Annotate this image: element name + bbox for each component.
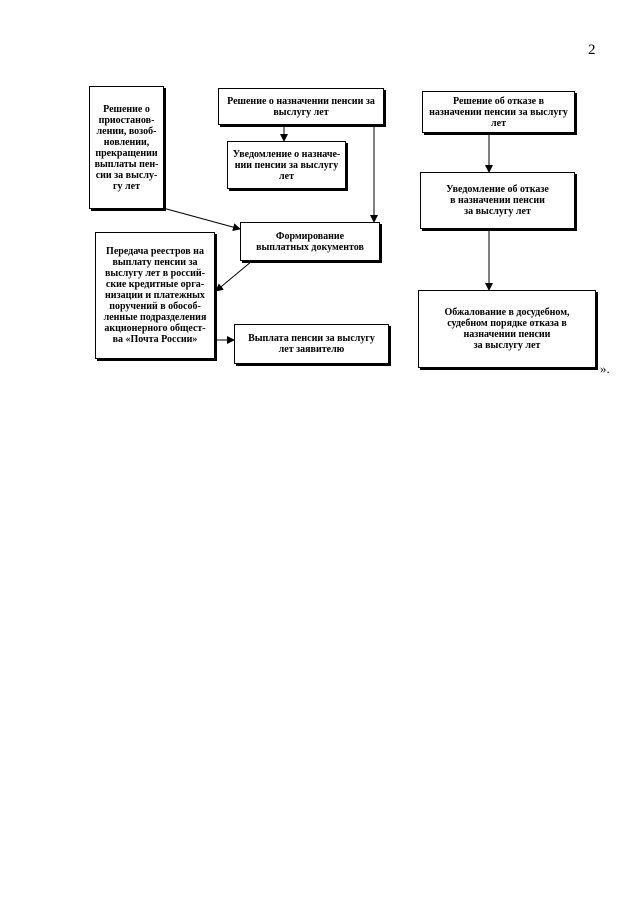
pension-payment-box: Выплата пенсии за выслугу лет заявителю	[234, 324, 389, 364]
page-number: 2	[588, 42, 596, 58]
registry-transfer-box: Передача реестров на выплату пенсии за в…	[95, 232, 215, 359]
appointment-decision-box: Решение о назначении пенсии за выслугу л…	[218, 88, 384, 125]
appeal-box: Обжалование в досудебном, судебном поряд…	[418, 290, 596, 368]
closing-quote-mark: ».	[600, 361, 610, 376]
refusal-notice-box: Уведомление об отказе в назначении пенси…	[420, 172, 575, 229]
appointment-notice-box: Уведомление о назначе- нии пенсии за выс…	[227, 141, 346, 189]
suspension-decision-box: Решение о приостанов- лении, возоб- новл…	[89, 86, 164, 209]
arrow-payment-docs-to-registry	[215, 260, 253, 292]
payment-documents-box: Формирование выплатных документов	[240, 222, 380, 261]
arrow-suspension-to-payment-docs	[162, 207, 241, 232]
refusal-decision-box: Решение об отказе в назначении пенсии за…	[422, 91, 575, 133]
